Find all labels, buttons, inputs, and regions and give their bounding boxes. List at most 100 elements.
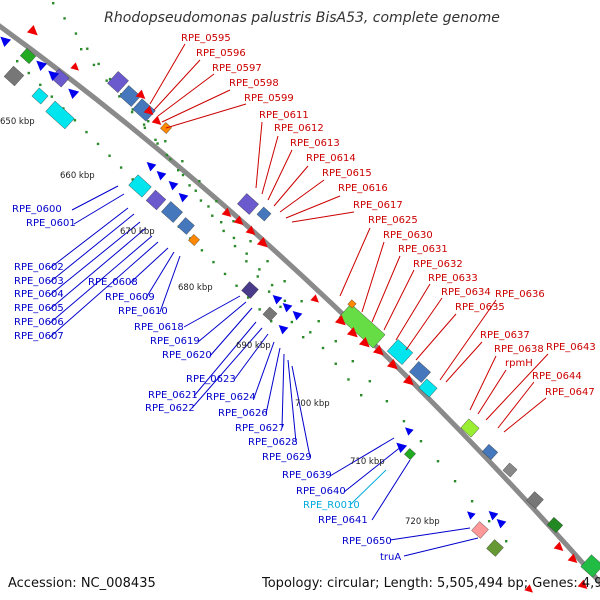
gene-label[interactable]: RPE_0621 xyxy=(148,390,198,401)
gene-label[interactable]: RPE_0641 xyxy=(318,515,368,526)
connector-line xyxy=(253,341,275,399)
gene-block xyxy=(161,201,183,223)
gene-label[interactable]: RPE_0612 xyxy=(274,123,324,134)
gene-label[interactable]: RPE_0609 xyxy=(105,292,155,303)
gene-label[interactable]: RPE_0602 xyxy=(14,262,64,273)
gene-label[interactable]: RPE_0643 xyxy=(546,342,596,353)
tick-dot xyxy=(198,180,201,183)
tick-dot xyxy=(199,199,203,202)
tick-dot xyxy=(156,142,159,145)
gene-label[interactable]: truA xyxy=(380,552,401,563)
gene-label[interactable]: RPE_0650 xyxy=(342,536,392,547)
gene-label[interactable]: RPE_0601 xyxy=(26,218,76,229)
kbp-label: 690 kbp xyxy=(236,341,271,351)
tick-dot xyxy=(181,173,185,177)
connector-line xyxy=(49,213,135,283)
tick-dot xyxy=(436,460,440,463)
tick-dot xyxy=(80,48,83,51)
gene-label[interactable]: RPE_0628 xyxy=(248,437,298,448)
gene-label[interactable]: RPE_0632 xyxy=(413,259,463,270)
tick-dot xyxy=(142,123,146,126)
tick-dot xyxy=(73,119,77,122)
gene-block xyxy=(546,516,564,534)
forward-gene-arrow xyxy=(358,336,370,348)
gene-label[interactable]: RPE_0604 xyxy=(14,289,64,300)
tick-dot xyxy=(118,95,121,98)
gene-block xyxy=(237,193,259,215)
tick-dot xyxy=(267,290,271,293)
tick-dot xyxy=(39,83,42,87)
gene-label[interactable]: RPE_0614 xyxy=(306,153,356,164)
gene-label[interactable]: RPE_0629 xyxy=(262,452,312,463)
gene-label[interactable]: RPE_0633 xyxy=(428,273,478,284)
tick-dot xyxy=(235,284,238,287)
gene-label[interactable]: RPE_0597 xyxy=(212,63,262,74)
connector-line xyxy=(267,149,293,201)
gene-label[interactable]: RPE_R0010 xyxy=(303,500,360,511)
connector-line xyxy=(149,43,186,105)
tick-dot xyxy=(211,214,214,217)
gene-label[interactable]: RPE_0624 xyxy=(206,392,256,403)
forward-gene-arrow xyxy=(221,207,232,218)
gene-label[interactable]: RPE_0600 xyxy=(12,204,62,215)
gene-label[interactable]: RPE_0611 xyxy=(259,110,309,121)
connector-line xyxy=(71,185,119,211)
gene-label[interactable]: RPE_0626 xyxy=(218,408,268,419)
forward-gene-arrow xyxy=(577,579,588,590)
tick-dot xyxy=(223,272,227,276)
gene-label[interactable]: RPE_0638 xyxy=(494,344,544,355)
connector-line xyxy=(153,59,201,111)
tick-dot xyxy=(249,240,252,243)
gene-label[interactable]: rpmH xyxy=(505,358,533,369)
tick-dot xyxy=(108,77,112,81)
gene-label[interactable]: RPE_0596 xyxy=(196,48,246,59)
gene-label[interactable]: RPE_0627 xyxy=(235,423,285,434)
tick-dot xyxy=(334,340,337,343)
gene-label[interactable]: RPE_0619 xyxy=(150,336,200,347)
gene-label[interactable]: RPE_0635 xyxy=(455,302,505,313)
tick-dot xyxy=(97,62,100,66)
gene-label[interactable]: RPE_0631 xyxy=(398,244,448,255)
tick-dot xyxy=(402,420,406,423)
gene-label[interactable]: RPE_0610 xyxy=(118,306,168,317)
gene-label[interactable]: RPE_0595 xyxy=(181,33,231,44)
gene-block xyxy=(486,539,504,557)
gene-label[interactable]: RPE_0634 xyxy=(441,287,491,298)
tick-dot xyxy=(317,320,320,323)
gene-label[interactable]: RPE_0613 xyxy=(290,138,340,149)
gene-label[interactable]: RPE_0608 xyxy=(88,277,138,288)
gene-label[interactable]: RPE_0647 xyxy=(545,387,595,398)
gene-label[interactable]: RPE_0615 xyxy=(322,168,372,179)
tick-dot xyxy=(283,280,286,283)
gene-label[interactable]: RPE_0639 xyxy=(282,470,332,481)
connector-line xyxy=(183,295,241,328)
gene-label[interactable]: RPE_0630 xyxy=(383,230,433,241)
connector-line xyxy=(49,221,141,296)
gene-label[interactable]: RPE_0625 xyxy=(368,215,418,226)
gene-label[interactable]: RPE_0640 xyxy=(296,486,346,497)
gene-label[interactable]: RPE_0606 xyxy=(14,317,64,328)
forward-gene-arrow xyxy=(402,374,414,386)
gene-label[interactable]: RPE_0605 xyxy=(14,303,64,314)
connector-line xyxy=(255,121,263,189)
gene-label[interactable]: RPE_0616 xyxy=(338,183,388,194)
gene-label[interactable]: RPE_0598 xyxy=(229,78,279,89)
kbp-label: 650 kbp xyxy=(0,117,35,127)
gene-label[interactable]: RPE_0637 xyxy=(480,330,530,341)
connector-line xyxy=(209,307,253,357)
connector-line xyxy=(349,469,387,506)
gene-label[interactable]: RPE_0622 xyxy=(145,403,195,414)
gene-label[interactable]: RPE_0607 xyxy=(14,331,64,342)
tick-dot xyxy=(309,331,312,334)
tick-dot xyxy=(256,275,259,278)
gene-label[interactable]: RPE_0636 xyxy=(495,289,545,300)
forward-gene-arrow xyxy=(245,225,256,236)
gene-block xyxy=(404,448,416,460)
gene-label[interactable]: RPE_0620 xyxy=(162,350,212,361)
gene-label[interactable]: RPE_0618 xyxy=(134,322,184,333)
gene-label[interactable]: RPE_0599 xyxy=(244,93,294,104)
gene-label[interactable]: RPE_0644 xyxy=(532,371,582,382)
gene-label[interactable]: RPE_0603 xyxy=(14,276,64,287)
gene-label[interactable]: RPE_0617 xyxy=(353,200,403,211)
gene-label[interactable]: RPE_0623 xyxy=(186,374,236,385)
